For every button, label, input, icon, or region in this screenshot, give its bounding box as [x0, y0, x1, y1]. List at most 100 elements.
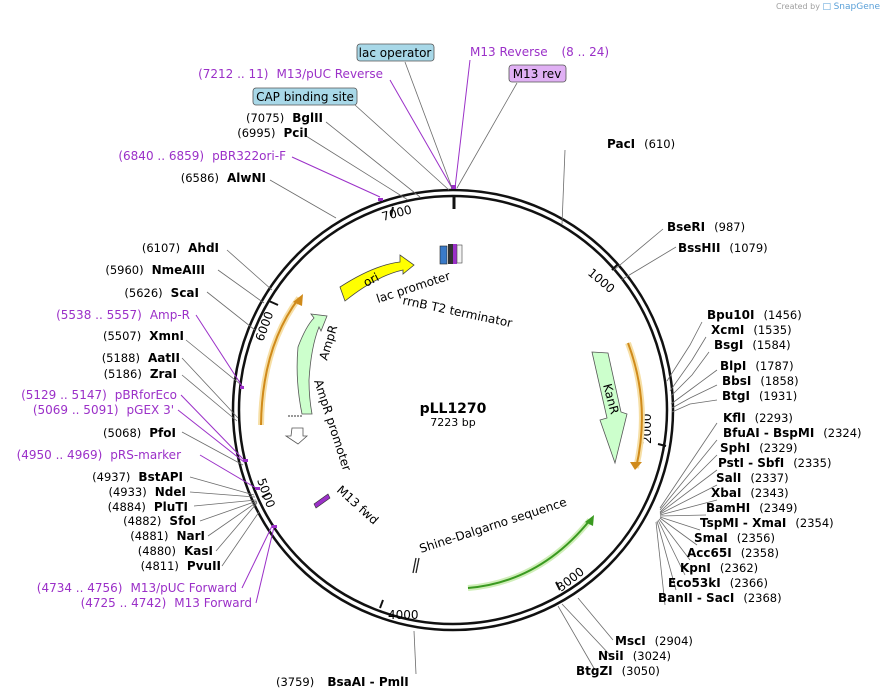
- site-position: (5068): [103, 426, 141, 440]
- site-name: KpnI: [680, 561, 711, 575]
- primer-range: (5069 .. 5091): [33, 403, 119, 417]
- ampr-promoter-arrow: [284, 427, 309, 445]
- lac-operator-label: lac operator: [359, 46, 432, 60]
- site-position: (6107): [142, 241, 180, 255]
- site-position: (1079): [729, 241, 767, 255]
- site-label-aatii: (5188) AatII: [102, 351, 180, 365]
- site-name: ZraI: [150, 367, 177, 381]
- primer-name: pBR322ori-F: [212, 149, 286, 163]
- site-position: (4882): [123, 514, 161, 528]
- site-position: (4881): [130, 529, 168, 543]
- site-label-xcmi: XcmI (1535): [711, 323, 792, 337]
- site-label-bseri: BseRI (987): [667, 220, 745, 234]
- site-label-pvuii: (4811)PvuII: [141, 559, 221, 573]
- primer-label-m13-puc-forward: (4734 .. 4756) M13/pUC Forward: [37, 581, 237, 595]
- primer-range: (5129 .. 5147): [21, 388, 107, 402]
- site-label-eco53ki: Eco53kI(2366): [668, 576, 768, 590]
- site-position: (6995): [237, 126, 275, 140]
- primer-label-prs-marker: (4950 .. 4969)pRS-marker: [17, 448, 181, 462]
- site-label-xmni: (5507)XmnI: [103, 329, 184, 343]
- orf-arc-green-line: [467, 519, 591, 589]
- shine-dalgarno-label: Shine-Dalgarno sequence: [418, 495, 569, 556]
- right-site-labels: PacI(610)BseRI(987)BssHII(1079)Bpu10I(14…: [576, 137, 862, 678]
- site-label-acc65i: Acc65I(2358): [687, 546, 779, 560]
- primer-label-pbr322ori-f: (6840 .. 6859)pBR322ori-F: [118, 149, 286, 163]
- left-site-labels: (7212 .. 11)M13/pUC Reverse(7075)BglII(6…: [17, 67, 383, 610]
- site-position: (1456): [763, 308, 801, 322]
- tick-marks: [261, 206, 667, 609]
- site-position: (987): [714, 220, 745, 234]
- site-position: (2329): [759, 441, 797, 455]
- primer-label-m13-puc-reverse: (7212 .. 11)M13/pUC Reverse: [198, 67, 383, 81]
- site-position: (5188): [102, 351, 140, 365]
- site-label-btgzi: BtgZI(3050): [576, 664, 660, 678]
- m13-rev-feature-marker: [451, 185, 456, 189]
- boxed-label-leaders: [354, 61, 518, 191]
- bottom-site-pos: (3759): [276, 675, 314, 689]
- m13-rev-box: M13 rev: [508, 64, 567, 83]
- site-name: PvuII: [187, 559, 221, 573]
- site-label-ahdi: (6107)AhdI: [142, 241, 219, 255]
- site-position: (2349): [759, 501, 797, 515]
- site-label-pfoi: (5068) PfoI: [103, 426, 176, 440]
- orf-arc-kanr-line: [627, 342, 643, 469]
- site-name: BsgI: [714, 338, 743, 352]
- site-label-bsgi: BsgI(1584): [714, 338, 791, 352]
- site-name: BtgI: [722, 389, 750, 403]
- site-name: NmeAIII: [152, 263, 205, 277]
- site-name: XcmI: [711, 323, 744, 337]
- primer-leader-lines: [177, 59, 471, 604]
- site-label-bamhi: BamHI (2349): [706, 501, 798, 515]
- site-label-bglii: (7075)BglII: [246, 111, 323, 125]
- site-label-pluti: (4884)PluTI: [108, 500, 188, 514]
- bottom-site-label: (3759) BsaAI - PmlI: [276, 671, 409, 690]
- primer-range: (4734 .. 4756): [37, 581, 123, 595]
- cap-binding-site-box: CAP binding site: [252, 87, 358, 106]
- site-label-pcii: (6995) PciI: [237, 126, 308, 140]
- site-name: BseRI: [667, 220, 705, 234]
- site-label-bsshii: BssHII(1079): [678, 241, 768, 255]
- site-label-nmeaiii: (5960)NmeAIII: [105, 263, 205, 277]
- site-position: (2904): [655, 634, 693, 648]
- site-position: (4933): [109, 485, 147, 499]
- site-position: (1931): [759, 389, 797, 403]
- primer-name: M13/pUC Forward: [130, 581, 237, 595]
- site-position: (2358): [741, 546, 779, 560]
- site-name: BamHI: [706, 501, 750, 515]
- kanr-feature-arrow: [591, 351, 628, 465]
- site-position: (3024): [633, 649, 671, 663]
- bottom-site-name: BsaAI - PmlI: [327, 675, 408, 689]
- site-name: NarI: [176, 529, 205, 543]
- site-position: (1535): [753, 323, 791, 337]
- site-name: PstI - SbfI: [718, 456, 784, 470]
- site-name: PacI: [607, 137, 635, 151]
- site-position: (2362): [720, 561, 758, 575]
- site-name: SalI: [716, 471, 741, 485]
- site-position: (7075): [246, 111, 284, 125]
- cap-binding-site-label: CAP binding site: [256, 90, 354, 104]
- primer-name: M13/pUC Reverse: [277, 67, 384, 81]
- primer-label-m13-forward: (4725 .. 4742)M13 Forward: [81, 596, 252, 610]
- watermark-brand: SnapGene: [833, 2, 880, 12]
- site-name: BlpI: [720, 359, 746, 373]
- site-name: NdeI: [155, 485, 186, 499]
- site-position: (1858): [760, 374, 798, 388]
- site-label-xbai: XbaI(2343): [711, 486, 789, 500]
- site-name: PciI: [284, 126, 309, 140]
- site-position: (6586): [181, 171, 219, 185]
- tick-label-7000: 7000: [380, 202, 413, 223]
- site-name: XmnI: [149, 329, 184, 343]
- site-position: (2356): [737, 531, 775, 545]
- site-name: SphI: [720, 441, 750, 455]
- tick-label-4000: 4000: [388, 608, 419, 622]
- backbone-outer: [231, 188, 675, 632]
- site-label-kpni: KpnI (2362): [680, 561, 758, 575]
- site-position: (4937): [92, 470, 130, 484]
- site-label-smai: SmaI (2356): [694, 531, 775, 545]
- site-name: PluTI: [154, 500, 188, 514]
- site-position: (2368): [743, 591, 781, 605]
- shine-dalgarno-marker: [412, 557, 420, 574]
- site-name: AatII: [148, 351, 180, 365]
- site-name: SmaI: [694, 531, 728, 545]
- site-name: PfoI: [149, 426, 176, 440]
